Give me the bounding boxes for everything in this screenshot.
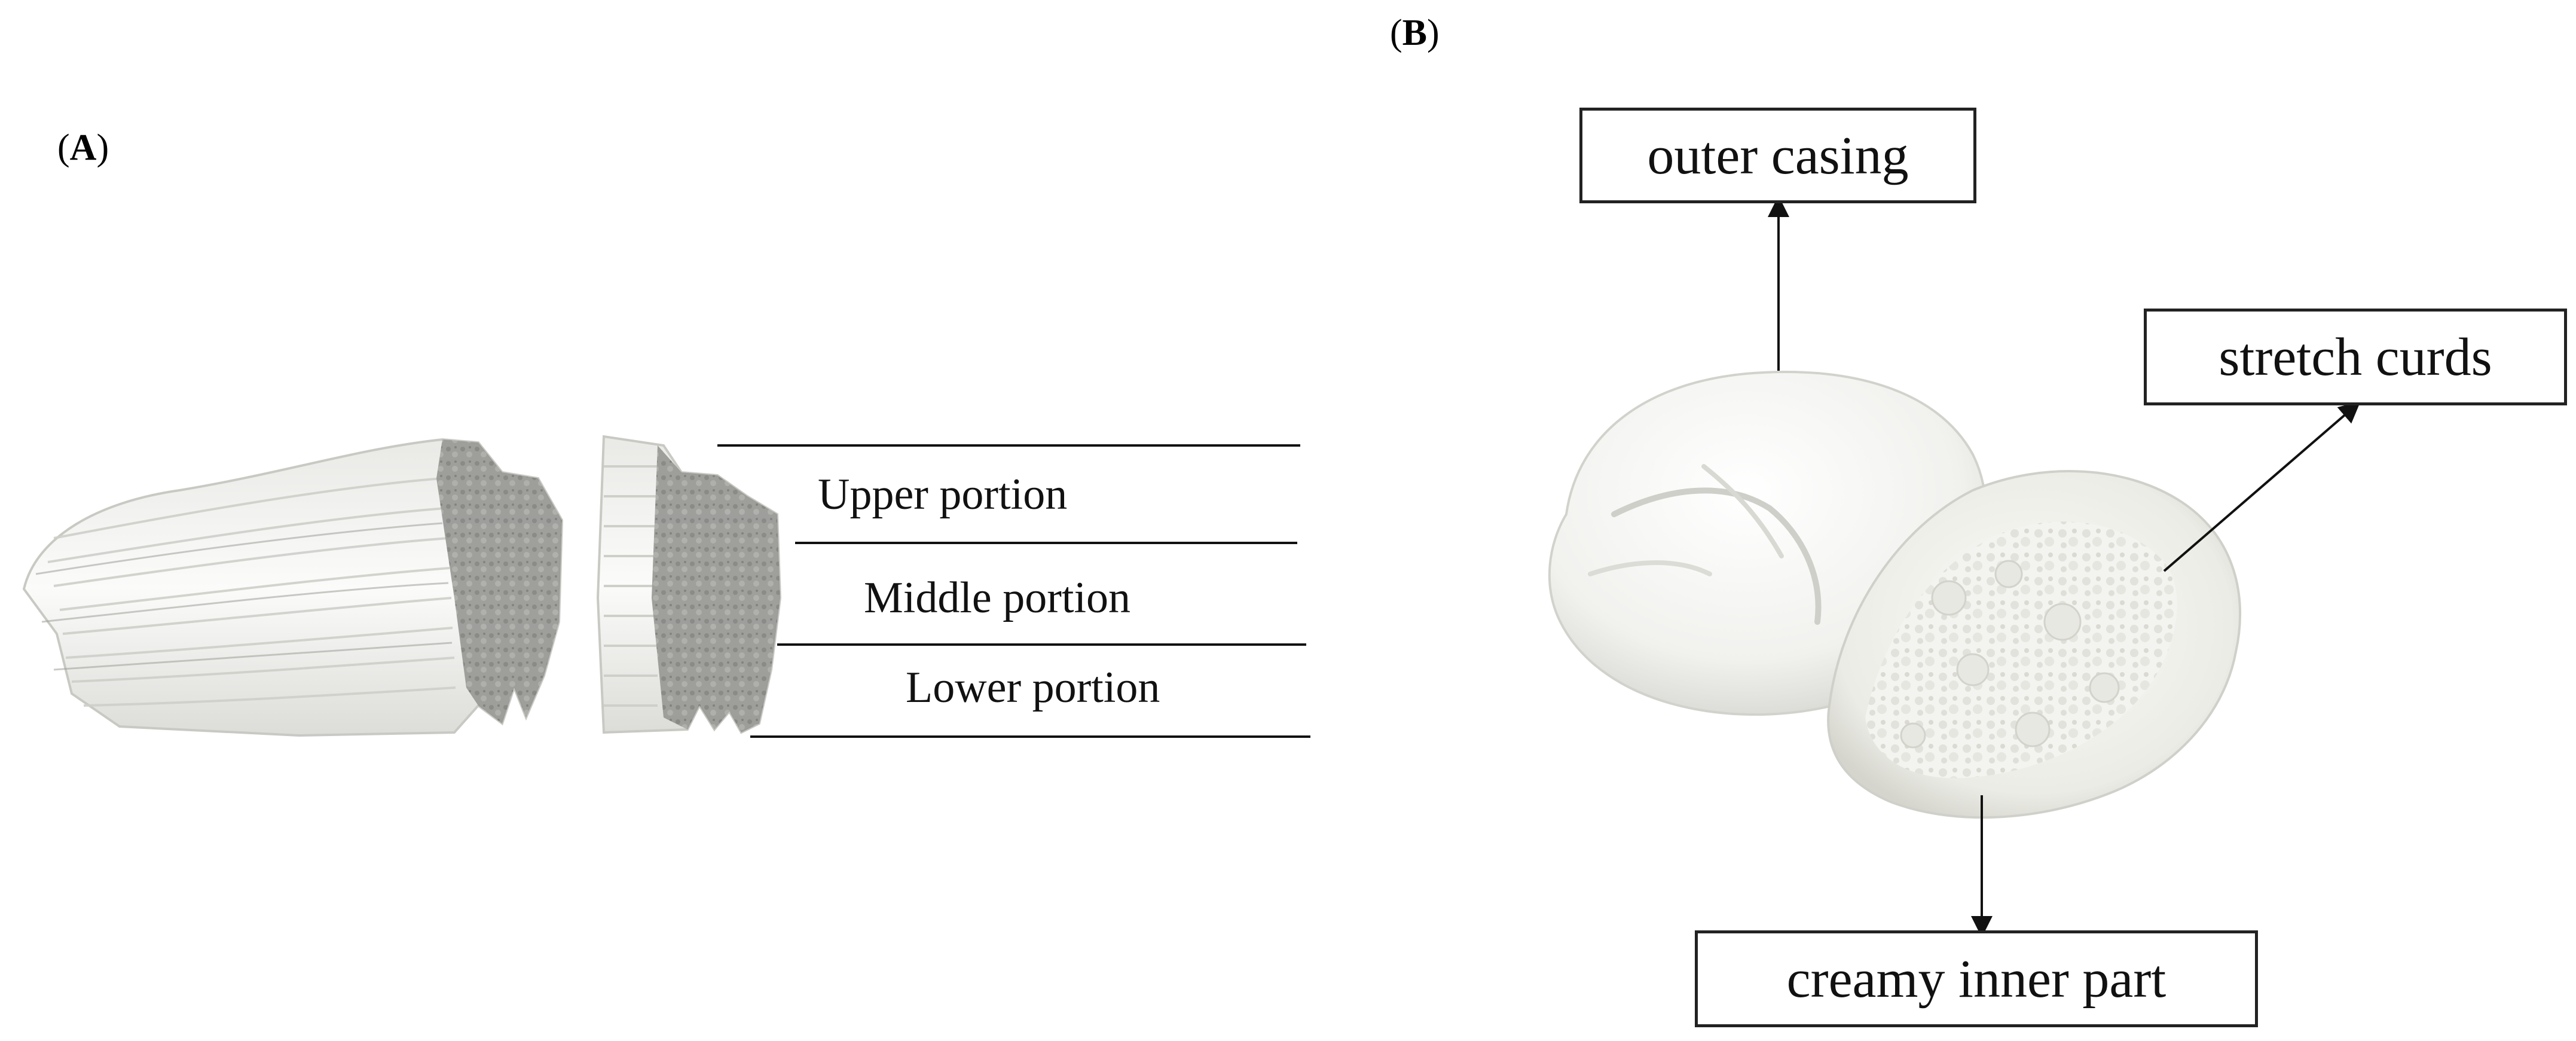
panel-b-label-letter: B: [1402, 13, 1428, 53]
outer-casing-label: outer casing: [1647, 126, 1909, 185]
panel-b-label: (B): [1390, 12, 1440, 54]
cheese-slice-left: [22, 438, 564, 737]
burrata-open: [1827, 470, 2242, 819]
portion-divider-lines: [717, 444, 1310, 738]
creamy-inner-part-label: creamy inner part: [1786, 949, 2166, 1009]
upper-portion-label: Upper portion: [818, 470, 1068, 519]
panel-a-label-close: ): [96, 127, 109, 168]
panel-a-label-letter: A: [69, 127, 97, 168]
cheese-slice-right: [596, 435, 782, 734]
middle-portion-label: Middle portion: [864, 573, 1131, 622]
creamy-inner-part-callout: creamy inner part: [1695, 930, 2258, 1027]
panel-b-label-open: (: [1390, 13, 1402, 53]
panel-a-label-open: (: [57, 127, 70, 168]
stretch-curds-callout: stretch curds: [2144, 309, 2567, 405]
arrow-stretch-curds: [2163, 401, 2361, 572]
outer-casing-callout: outer casing: [1579, 108, 1976, 203]
panel-b-label-close: ): [1427, 13, 1440, 53]
stretch-curds-label: stretch curds: [2219, 327, 2492, 387]
panel-a-label: (A): [57, 127, 109, 169]
lower-portion-label: Lower portion: [906, 663, 1160, 712]
